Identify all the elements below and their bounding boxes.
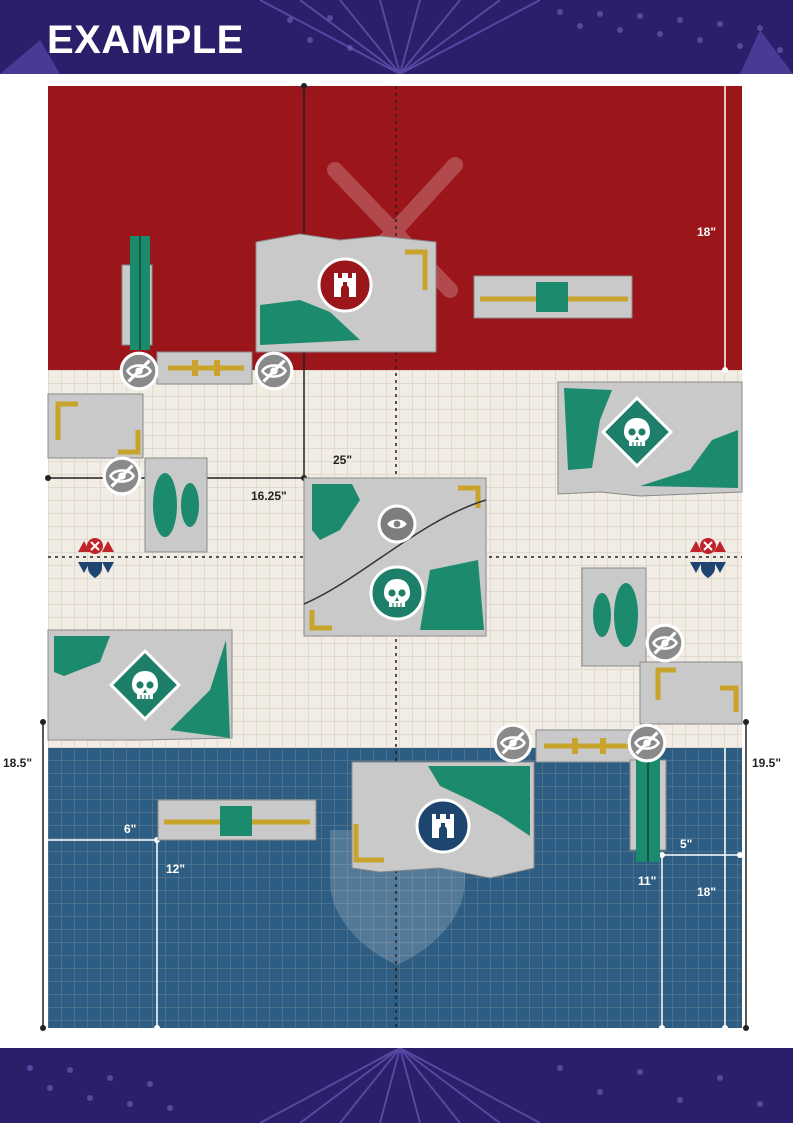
eye-slash-icon bbox=[254, 351, 294, 391]
measure-blue-left-depth: 12" bbox=[166, 862, 185, 876]
skull-icon bbox=[600, 395, 674, 469]
banner-burst-pattern bbox=[0, 0, 793, 74]
ruin-bottom-right-tower bbox=[629, 756, 667, 862]
eye-slash-icon bbox=[493, 723, 533, 763]
measurement-dots-light bbox=[154, 367, 743, 1031]
measure-red-depth: 18" bbox=[697, 225, 716, 239]
measure-blue-left-width: 6" bbox=[124, 822, 136, 836]
measure-left-height: 18.5" bbox=[3, 756, 32, 770]
header-banner: EXAMPLE bbox=[0, 0, 793, 74]
eye-slash-icon bbox=[645, 623, 685, 663]
measure-blue-right-depth: 11" bbox=[638, 874, 656, 888]
ruin-mid-left-statue bbox=[144, 457, 208, 553]
red-blue-markers-icon bbox=[690, 538, 726, 578]
measure-blue-right-height: 18" bbox=[697, 885, 716, 899]
eye-slash-icon bbox=[119, 351, 159, 391]
measure-top-width: 25" bbox=[333, 453, 352, 467]
skull-icon bbox=[108, 648, 182, 722]
attacker-castle-icon bbox=[317, 257, 373, 313]
red-blue-markers-icon bbox=[78, 538, 114, 578]
skull-icon bbox=[369, 565, 425, 621]
ruin-top-left-wall bbox=[156, 351, 253, 385]
measure-right-height: 19.5" bbox=[752, 756, 781, 770]
eye-slash-icon bbox=[102, 456, 142, 496]
defender-castle-icon bbox=[415, 798, 471, 854]
footer-banner bbox=[0, 1048, 793, 1123]
ruin-top-right-wall bbox=[473, 275, 633, 319]
ruin-top-left-tower bbox=[121, 236, 153, 350]
ruin-mid-left-small bbox=[47, 393, 144, 459]
page-title: EXAMPLE bbox=[47, 18, 244, 62]
ruin-centre bbox=[303, 477, 487, 637]
measure-top-depth: 16.25" bbox=[251, 489, 287, 503]
eye-slash-icon bbox=[627, 723, 667, 763]
measure-blue-right-width: 5" bbox=[680, 837, 692, 851]
eye-icon bbox=[377, 504, 417, 544]
ruin-bottom-left-wall bbox=[157, 799, 317, 841]
measurement-lines-light bbox=[48, 86, 740, 1028]
ruin-right-small bbox=[639, 661, 743, 725]
ruin-top-right-large bbox=[557, 381, 743, 497]
banner-burst-pattern bbox=[0, 1048, 793, 1123]
ruin-right-statue bbox=[581, 567, 647, 667]
terrain-ruins bbox=[47, 233, 743, 879]
ruin-bottom-mid-wall bbox=[535, 729, 643, 763]
